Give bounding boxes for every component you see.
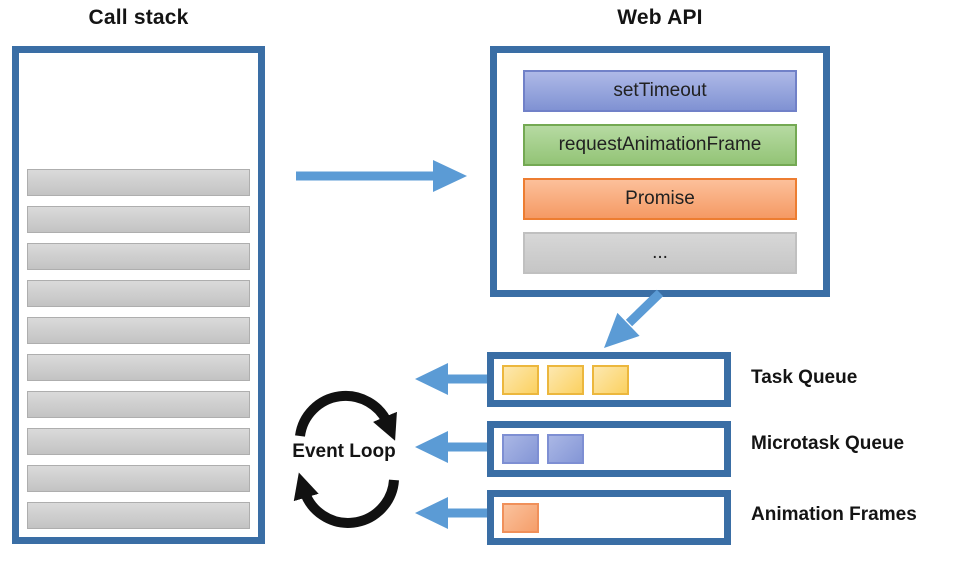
- arrow-webapi-to-taskqueue-icon: [604, 289, 664, 348]
- task-queue-box: [487, 352, 731, 407]
- animation-frames-label: Animation Frames: [751, 504, 917, 525]
- arrow-taskqueue-to-eventloop-icon: [415, 363, 487, 395]
- stack-frame: [27, 465, 250, 492]
- microtask-queue-item: [502, 434, 539, 464]
- animation-frames-items: [494, 497, 724, 538]
- animation-frames-box: [487, 490, 731, 545]
- stack-frame: [27, 317, 250, 344]
- call-stack-frames: [19, 53, 258, 537]
- task-queue-label: Task Queue: [751, 367, 858, 388]
- stack-frame: [27, 391, 250, 418]
- microtask-queue-box: [487, 421, 731, 477]
- web-api-item-settimeout: setTimeout: [523, 70, 797, 112]
- microtask-queue-items: [494, 428, 724, 470]
- task-queue-item: [592, 364, 629, 395]
- web-api-item-ellipsis: ...: [523, 232, 797, 274]
- microtask-queue-label: Microtask Queue: [751, 433, 905, 454]
- event-loop-cycle-icon: [293, 390, 399, 528]
- arrow-animationframes-to-eventloop-icon: [415, 497, 487, 529]
- animation-frames-item: [502, 502, 539, 533]
- call-stack-box: [12, 46, 265, 544]
- task-queue-item: [547, 364, 584, 395]
- web-api-item-promise: Promise: [523, 178, 797, 220]
- arrow-microtaskqueue-to-eventloop-icon: [415, 431, 487, 463]
- stack-frame: [27, 169, 250, 196]
- web-api-item-requestanimationframe: requestAnimationFrame: [523, 124, 797, 166]
- stack-frame: [27, 206, 250, 233]
- event-loop-label: Event Loop: [292, 441, 396, 462]
- stack-frame: [27, 502, 250, 529]
- stack-frame: [27, 243, 250, 270]
- stack-frame: [27, 354, 250, 381]
- stack-frame: [27, 280, 250, 307]
- arrow-callstack-to-webapi-icon: [296, 160, 467, 192]
- task-queue-items: [494, 359, 724, 400]
- call-stack-title: Call stack: [88, 6, 189, 29]
- web-api-title: Web API: [617, 6, 703, 29]
- web-api-box: setTimeout requestAnimationFrame Promise…: [490, 46, 830, 297]
- task-queue-item: [502, 364, 539, 395]
- microtask-queue-item: [547, 434, 584, 464]
- web-api-items: setTimeout requestAnimationFrame Promise…: [497, 53, 823, 291]
- stack-frame: [27, 428, 250, 455]
